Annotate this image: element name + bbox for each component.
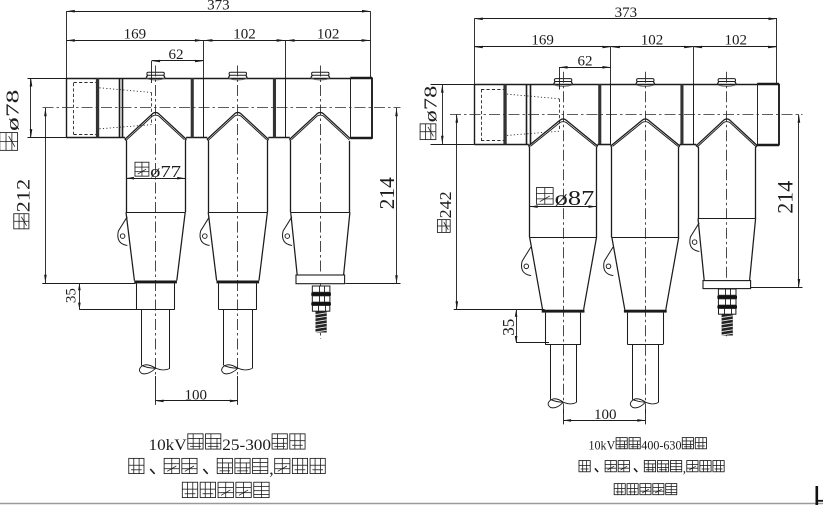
svg-text:214: 214 [375,177,399,209]
svg-text:102: 102 [233,27,256,43]
svg-text:102: 102 [641,33,664,49]
svg-text:35: 35 [499,319,518,336]
svg-text:25-300: 25-300 [222,437,271,454]
svg-text:ø77: ø77 [150,162,181,181]
svg-text:169: 169 [531,33,554,49]
svg-text:100: 100 [184,387,207,403]
svg-text:ø87: ø87 [555,186,595,210]
svg-text:100: 100 [594,407,617,423]
svg-text:373: 373 [207,0,230,13]
svg-text:ø78: ø78 [421,86,441,123]
svg-text:,: , [683,460,686,475]
svg-text:242: 242 [436,191,455,218]
svg-text:10kV: 10kV [589,437,616,452]
svg-text:62: 62 [578,53,593,69]
svg-text:35: 35 [63,288,79,303]
svg-text:ø78: ø78 [2,90,22,131]
svg-text:400-630: 400-630 [641,437,681,452]
svg-text:102: 102 [317,27,340,43]
svg-text:214: 214 [772,181,797,214]
svg-text:373: 373 [615,5,638,21]
svg-text:169: 169 [124,27,146,43]
svg-text:102: 102 [724,33,747,49]
svg-text:62: 62 [169,47,184,63]
svg-text:10kV: 10kV [149,437,188,454]
svg-text:212: 212 [14,179,35,212]
svg-text:,: , [269,459,273,478]
